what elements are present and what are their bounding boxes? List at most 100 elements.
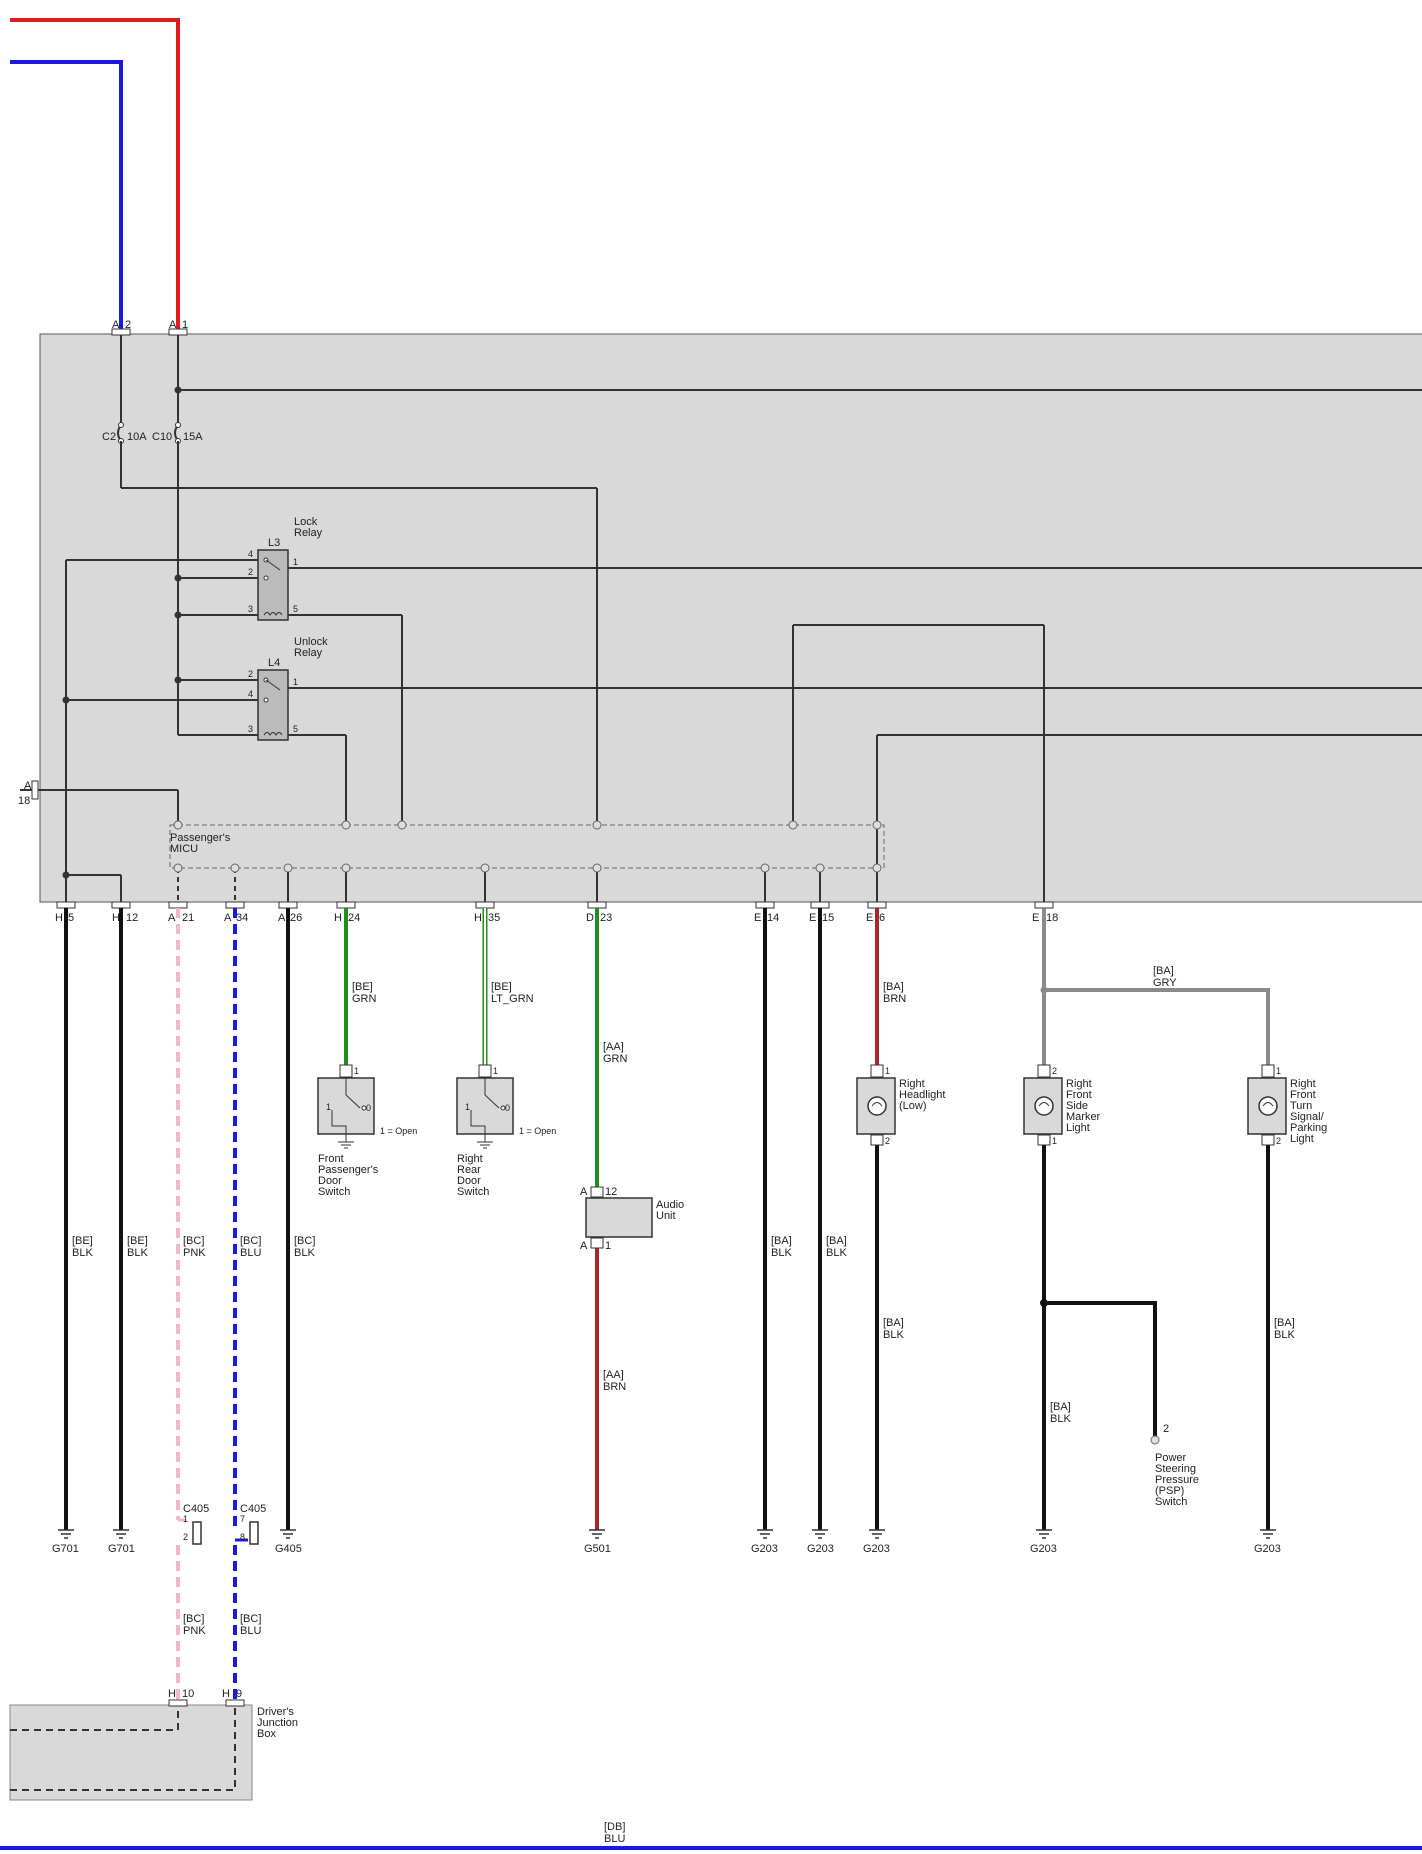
relay-pin: 4 (248, 549, 253, 559)
comp-name: Passenger's (318, 1164, 379, 1176)
pin-conn: H (334, 912, 342, 924)
relay-pin: 1 (293, 677, 298, 687)
pin-conn: H (55, 912, 63, 924)
pin-num: 34 (236, 912, 248, 924)
fuse-c2: C2 10A (102, 431, 147, 443)
svg-text:BLK: BLK (883, 1329, 904, 1341)
svg-text:1: 1 (465, 1102, 470, 1112)
comp-name: Turn (1290, 1100, 1312, 1112)
svg-text:[BC]: [BC] (183, 1235, 204, 1247)
fuse-id: C10 (152, 431, 172, 443)
comp-name: (Low) (899, 1100, 927, 1112)
wire-label-bottom-bus: [DB]BLU (604, 1821, 625, 1845)
relay-name: Lock (294, 516, 318, 528)
svg-text:GRN: GRN (603, 1053, 628, 1065)
comp-pin: 12 (605, 1186, 617, 1198)
wire-label-a21: [BC]PNK (183, 1235, 206, 1259)
pin-num: 5 (68, 912, 74, 924)
wire-label-a34: [BC]BLU (240, 1235, 261, 1259)
comp-name: Power (1155, 1452, 1187, 1464)
ground-label: G203 (1030, 1543, 1057, 1555)
comp-pin: 2 (1052, 1066, 1057, 1076)
pin-num: 21 (182, 912, 194, 924)
right-front-side-marker-light: 2 1 Right Front Side Marker Light (1023, 1064, 1101, 1146)
under-hood-fuse-box (39, 333, 1422, 903)
comp-pin: 1 (885, 1066, 890, 1076)
external-wires (0, 908, 1422, 1850)
relay-name: Unlock (294, 636, 328, 648)
conn-pin: 18 (18, 795, 30, 807)
fuse-c10: C10 15A (152, 431, 203, 443)
comp-name: Switch (318, 1186, 350, 1198)
pin-num: 12 (126, 912, 138, 924)
wire-label-a34-lower: [BC]BLU (240, 1613, 261, 1637)
svg-text:[BE]: [BE] (127, 1235, 148, 1247)
pin-conn: E (754, 912, 761, 924)
svg-text:[BE]: [BE] (352, 981, 373, 993)
relay-id: L3 (268, 537, 280, 549)
relay-pin: 2 (248, 669, 253, 679)
pin-num: 15 (822, 912, 834, 924)
svg-text:GRY: GRY (1153, 977, 1177, 989)
wire-label-h5: [BE]BLK (72, 1235, 93, 1259)
internal-wiring (20, 335, 1422, 905)
pin-num: 23 (600, 912, 612, 924)
svg-text:[DB]: [DB] (604, 1821, 625, 1833)
comp-name: Front (1290, 1089, 1316, 1101)
pin-num: 26 (290, 912, 302, 924)
svg-text:[BC]: [BC] (240, 1613, 261, 1625)
comp-name: Door (457, 1175, 481, 1187)
relay-pin: 5 (293, 604, 298, 614)
fuse-rating: 15A (183, 431, 203, 443)
ground-label: G203 (751, 1543, 778, 1555)
ground-g203-marker: G203 (1030, 1529, 1057, 1555)
right-rear-door-switch: 1 0 1 1 = Open Right Rear Door Switch (456, 1064, 556, 1198)
pin-conn: E (866, 912, 873, 924)
feed-wire-red (10, 18, 180, 333)
conn-letter: A (112, 319, 120, 331)
ground-g701-b: G701 (108, 1529, 135, 1555)
comp-name: Parking (1290, 1122, 1327, 1134)
right-headlight-low: 1 2 Right Headlight (Low) (856, 1064, 945, 1146)
conn-pin: 1 (182, 319, 188, 331)
ground-label: G405 (275, 1543, 302, 1555)
wire-label-d23: [AA]GRN (603, 1041, 628, 1065)
relay-name: Relay (294, 647, 323, 659)
feed-wire-blue (10, 60, 123, 333)
drivers-junction-box: H 10 H 9 Driver's Junction Box (9, 1688, 298, 1801)
svg-text:[BA]: [BA] (1274, 1317, 1295, 1329)
comp-name: Light (1290, 1133, 1314, 1145)
conn-pin: 1 (183, 1514, 188, 1524)
wire-label-h24: [BE]GRN (352, 981, 377, 1005)
comp-name: Right (1066, 1078, 1092, 1090)
ground-label: G701 (108, 1543, 135, 1555)
pin-conn: D (586, 912, 594, 924)
svg-text:BLK: BLK (771, 1247, 792, 1259)
conn-pin: 2 (183, 1532, 188, 1542)
conn-pin: 7 (240, 1514, 245, 1524)
ground-label: G501 (584, 1543, 611, 1555)
comp-pin: A (580, 1240, 588, 1252)
relay-name: Relay (294, 527, 323, 539)
ground-g203-e15: G203 (807, 1529, 834, 1555)
pin-num: 18 (1046, 912, 1058, 924)
wire-label-a21-lower: [BC]PNK (183, 1613, 206, 1637)
wire-label-a26: [BC]BLK (294, 1235, 315, 1259)
ground-label: G203 (807, 1543, 834, 1555)
comp-name: Switch (1155, 1496, 1187, 1508)
ground-g203-headlight: G203 (863, 1529, 890, 1555)
conn-letter: H (222, 1688, 230, 1700)
svg-text:BLK: BLK (826, 1247, 847, 1259)
wire-label-turn-out: [BA]BLK (1274, 1317, 1295, 1341)
comp-name: Headlight (899, 1089, 945, 1101)
wire-label-h35: [BE]LT_GRN (491, 981, 534, 1005)
comp-name: Right (899, 1078, 925, 1090)
svg-text:[AA]: [AA] (603, 1041, 624, 1053)
ground-g405: G405 (275, 1529, 302, 1555)
